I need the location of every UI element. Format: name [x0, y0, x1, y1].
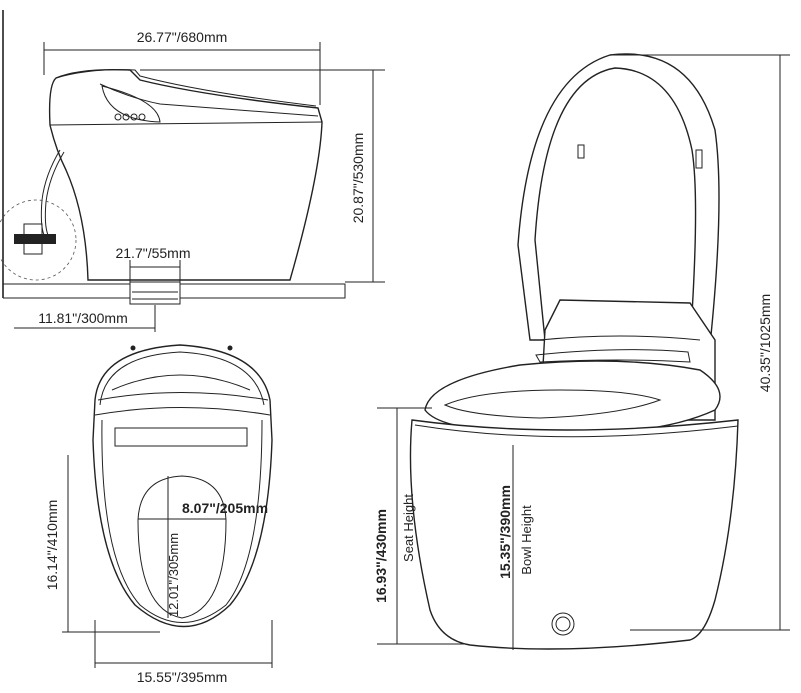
rough-in-label: 11.81"/300mm	[38, 310, 128, 326]
flush-button-inner	[555, 616, 571, 632]
panel-button-3	[130, 113, 138, 121]
lid-bumper-right	[695, 149, 703, 169]
outlet-flange	[129, 281, 181, 305]
top-length-label: 16.14"/410mm	[44, 500, 60, 591]
side-view: 26.77"/680mm 20.87"/530mm 21.7"/55mm 11.…	[0, 10, 385, 332]
bowl-height-label: Bowl Height	[519, 505, 534, 575]
lid-hinge-arc	[99, 351, 265, 406]
side-overall-length-label: 26.77"/680mm	[137, 29, 228, 45]
panel-button-2	[122, 113, 130, 121]
seat-body-seam	[414, 424, 739, 438]
bowl-height-value: 15.35"/390mm	[497, 485, 513, 579]
seat-height-label: Seat Height	[401, 494, 416, 562]
panel-button-1	[114, 113, 122, 121]
lid-top-edge	[55, 69, 317, 107]
detail-circle	[0, 199, 77, 281]
water-hose-inner	[44, 151, 65, 236]
total-height-label: 40.35"/1025mm	[757, 294, 773, 392]
floor-right	[180, 283, 346, 299]
water-hose	[40, 149, 61, 236]
flush-button	[551, 612, 575, 636]
tank-front-edge	[97, 392, 269, 401]
seat-outline-top	[101, 419, 263, 623]
top-width-label: 15.55"/395mm	[137, 669, 228, 685]
valve	[14, 234, 56, 244]
tank-front-edge-2	[94, 407, 271, 416]
hinge-dot-right	[227, 345, 233, 351]
tank-top-edge	[539, 335, 701, 341]
floor-left	[3, 283, 131, 299]
rear-panel	[535, 349, 691, 363]
seat-height-value: 16.93"/430mm	[373, 509, 389, 603]
lid-bumper-left	[577, 144, 585, 159]
side-height-label: 20.87"/530mm	[350, 133, 366, 224]
bowl-body	[409, 419, 739, 650]
front-view: 40.35"/1025mm 16.93"/430mm Seat Height 1…	[373, 53, 790, 650]
side-panel	[101, 85, 161, 123]
lid-back-edge	[111, 374, 251, 391]
outlet-width-label: 21.7"/55mm	[115, 245, 190, 261]
opening-length-label: 12.01"/305mm	[166, 533, 181, 617]
panel-button-4	[138, 113, 146, 121]
control-panel-top	[114, 427, 248, 447]
opening-width-label: 8.07"/205mm	[182, 500, 268, 516]
seat-seam-side	[49, 121, 323, 126]
valve-body	[23, 223, 43, 255]
hinge-dot-left	[130, 345, 136, 351]
toilet-outline-top	[92, 344, 273, 628]
top-view: 8.07"/205mm 12.01"/305mm 16.14"/410mm 15…	[44, 344, 273, 685]
seat-opening	[443, 389, 662, 419]
